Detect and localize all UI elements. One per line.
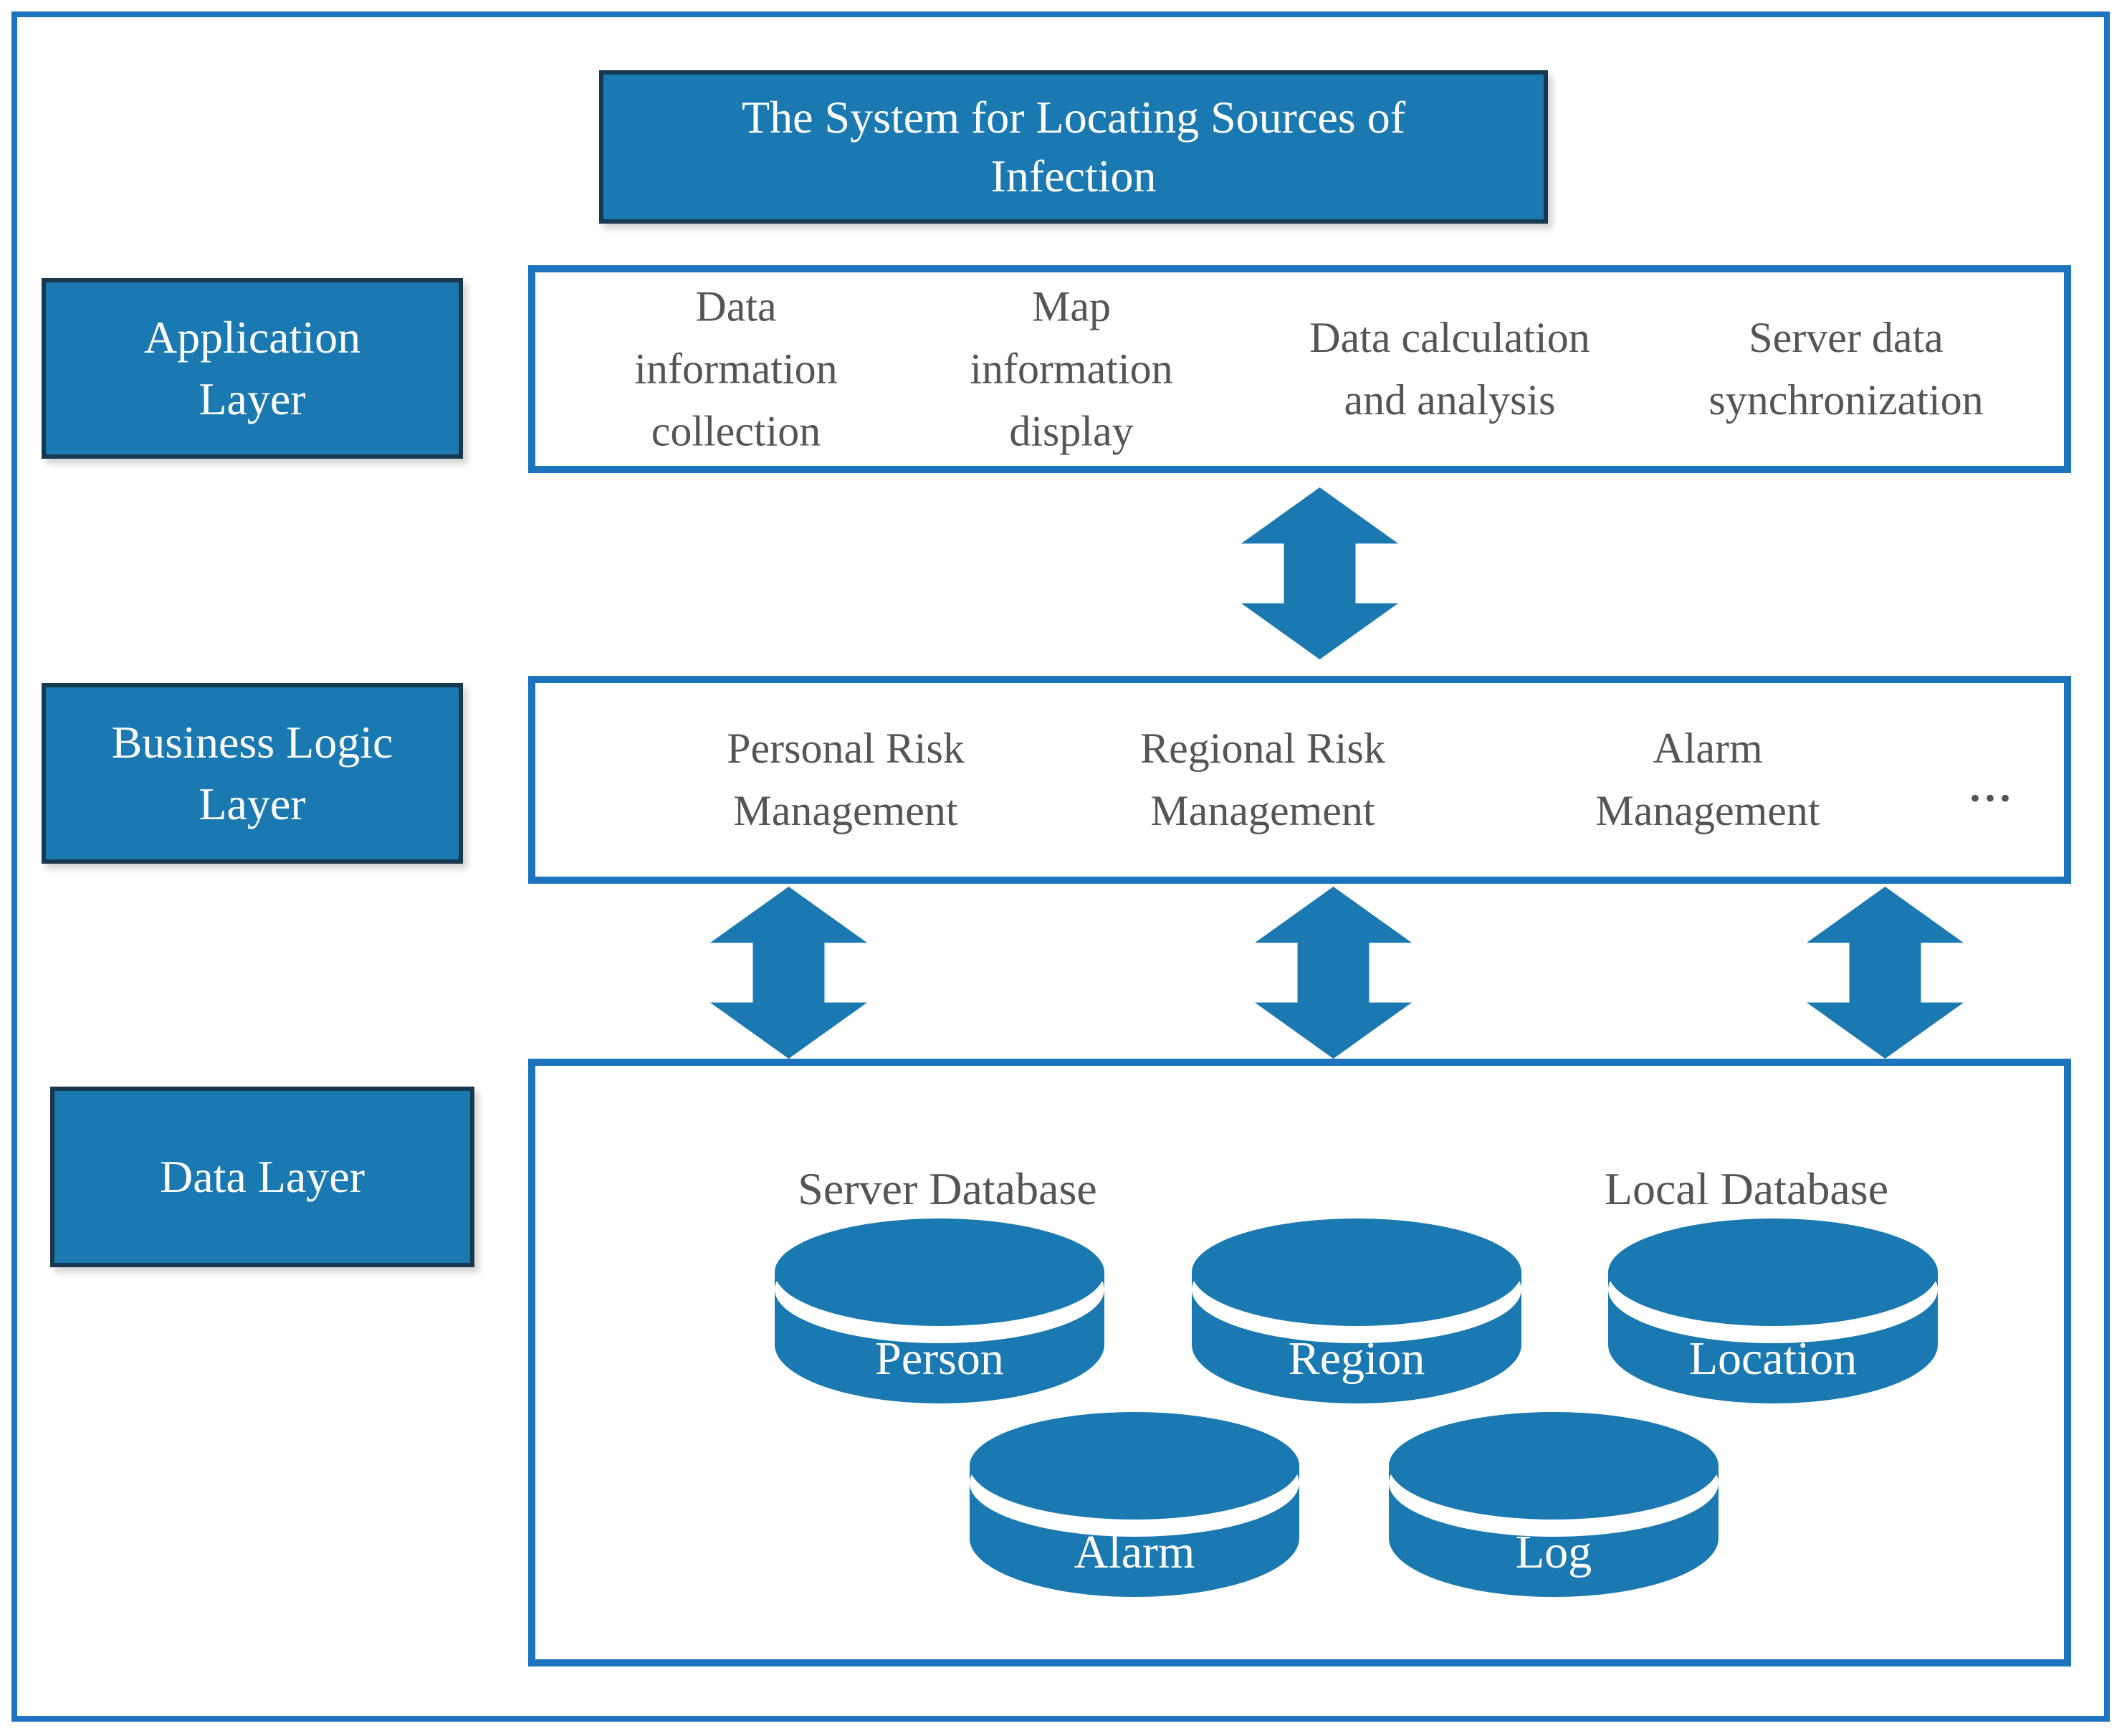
double-arrow-icon <box>1806 887 1964 1059</box>
app-item-map-information-display: Map information display <box>970 282 1173 455</box>
title-box: The System for Locating Sources of Infec… <box>599 70 1548 224</box>
cylinder-top <box>1608 1218 1938 1326</box>
database-cylinder-location: Location <box>1608 1218 1938 1403</box>
data-layer-box: Server Database Local Database Person Re… <box>528 1059 2071 1666</box>
cylinder-top <box>1389 1412 1719 1520</box>
double-arrow-icon <box>1241 487 1399 659</box>
double-arrow-icon <box>709 887 868 1059</box>
database-name: Alarm <box>1074 1526 1195 1578</box>
double-arrow-icon <box>1254 887 1413 1059</box>
data-layer-label: Data Layer <box>50 1087 474 1267</box>
business-logic-layer-label: Business Logic Layer <box>42 683 463 864</box>
app-item-server-data-synchronization: Server data synchronization <box>1708 314 1984 424</box>
database-name: Location <box>1688 1332 1858 1385</box>
bl-item-regional-risk-management: Regional Risk Management <box>1140 725 1385 834</box>
app-item-data-calculation-analysis: Data calculation and analysis <box>1309 314 1590 424</box>
business-logic-layer-label-text: Business Logic Layer <box>111 716 393 829</box>
business-logic-layer-box: Personal Risk Management Regional Risk M… <box>528 676 2071 884</box>
page-title: The System for Locating Sources of Infec… <box>742 92 1405 201</box>
application-layer-label-text: Application Layer <box>143 311 361 424</box>
local-database-label: Local Database <box>1604 1163 1889 1214</box>
database-cylinder-region: Region <box>1192 1218 1521 1403</box>
bl-item-personal-risk-management: Personal Risk Management <box>727 725 965 834</box>
database-cylinder-log: Log <box>1389 1412 1719 1597</box>
more-items-ellipsis: ... <box>1969 763 2015 811</box>
cylinder-top <box>1192 1218 1521 1326</box>
cylinder-top <box>970 1412 1299 1520</box>
application-layer-label: Application Layer <box>42 278 463 459</box>
database-cylinder-alarm: Alarm <box>970 1412 1299 1597</box>
cylinder-top <box>775 1218 1104 1326</box>
outer-border <box>11 11 2110 1722</box>
database-cylinder-person: Person <box>775 1218 1104 1403</box>
database-name: Log <box>1515 1526 1592 1578</box>
server-database-label: Server Database <box>798 1163 1097 1214</box>
database-name: Person <box>875 1332 1004 1385</box>
bl-item-alarm-management: Alarm Management <box>1595 725 1820 834</box>
database-name: Region <box>1288 1332 1425 1385</box>
application-layer-box: Data information collection Map informat… <box>528 265 2071 473</box>
app-item-data-information-collection: Data information collection <box>634 282 838 455</box>
data-layer-label-text: Data Layer <box>159 1150 365 1202</box>
